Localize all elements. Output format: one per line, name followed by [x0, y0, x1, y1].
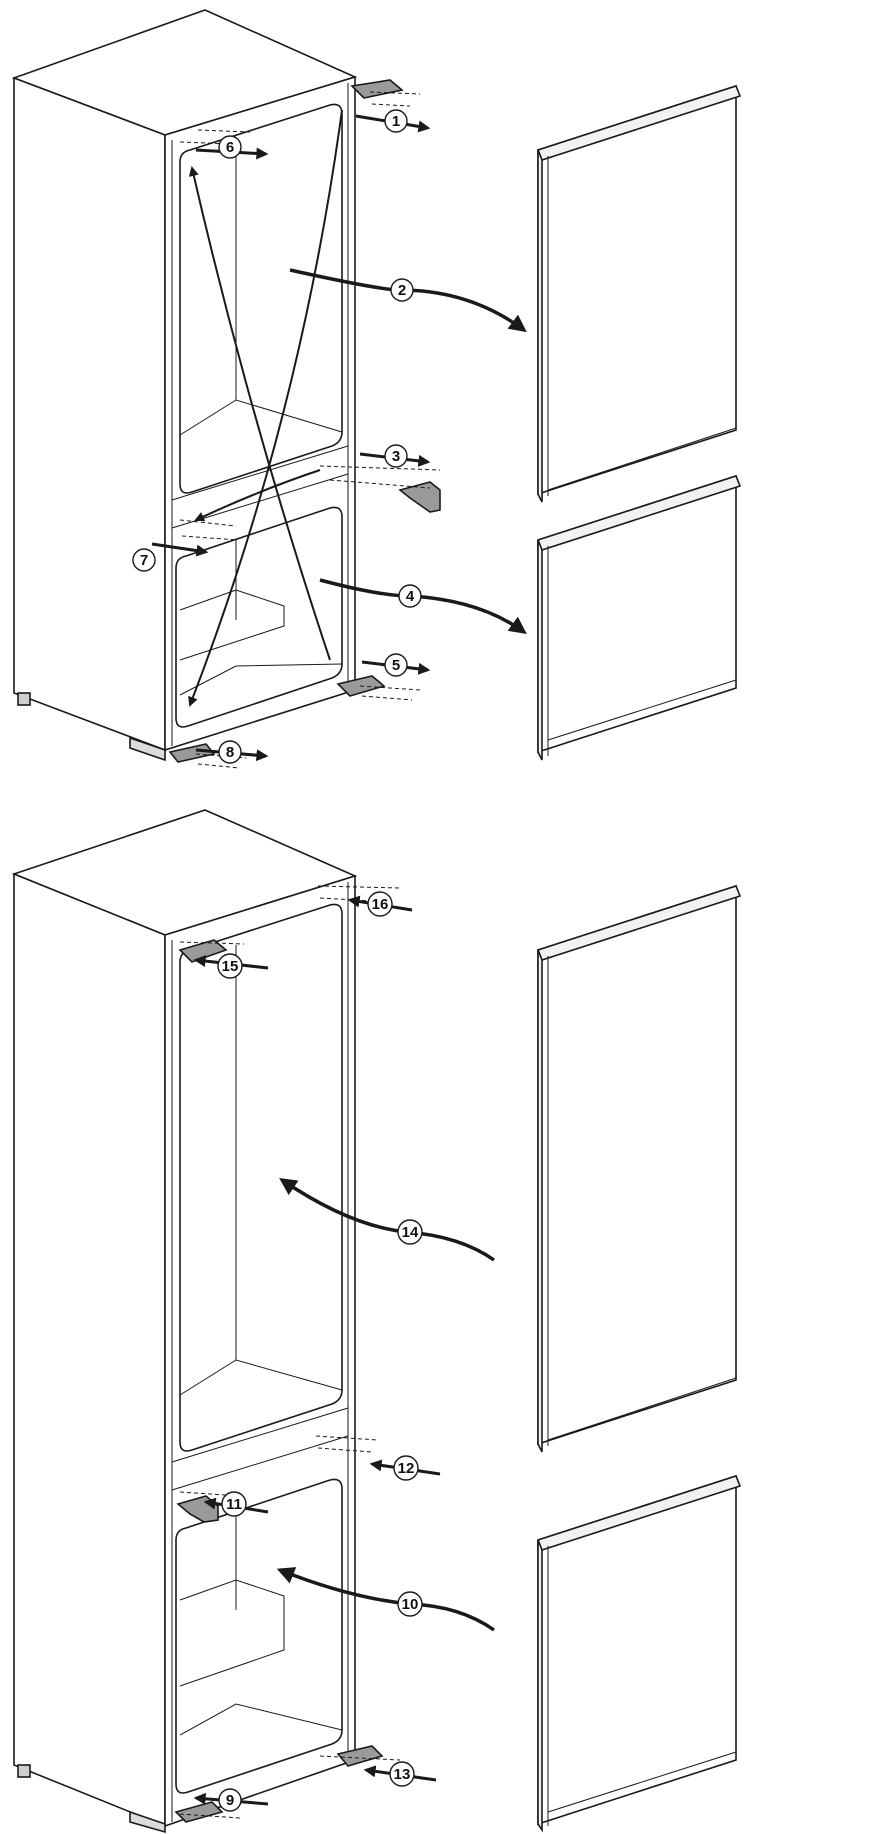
svg-text:5: 5 [392, 657, 400, 674]
bottom-separator [171, 1407, 349, 1463]
bottom-upper-door [536, 884, 742, 1453]
top-left-foot [17, 692, 31, 706]
svg-text:3: 3 [392, 448, 400, 465]
top-lower-door [536, 474, 742, 761]
callout-8: 8 [218, 740, 242, 764]
bottom-separator-2 [171, 1435, 349, 1491]
top-plinth [129, 736, 166, 762]
bottom-fridge-floor [179, 1359, 343, 1396]
callout-14: 14 [397, 1219, 423, 1245]
callout-9: 9 [218, 1788, 242, 1812]
callout-4: 4 [398, 584, 422, 608]
svg-text:2: 2 [398, 282, 406, 299]
top-freezer-step [179, 589, 285, 661]
bottom-callouts: 9 10 11 12 13 14 15 16 [217, 891, 423, 1812]
callout-13: 13 [389, 1761, 415, 1787]
callout-16: 16 [367, 891, 393, 917]
top-freezer-opening [175, 506, 343, 728]
svg-text:13: 13 [394, 1766, 411, 1783]
svg-text:6: 6 [226, 139, 234, 156]
callout-1: 1 [384, 109, 408, 133]
bottom-freezer-step [179, 1579, 285, 1687]
top-upper-door [536, 84, 742, 503]
callout-12: 12 [393, 1455, 419, 1481]
top-middle-hinge [398, 481, 441, 513]
callout-11: 11 [221, 1491, 247, 1517]
bottom-cabinet-side [13, 872, 166, 1828]
bottom-plinth [129, 1810, 166, 1834]
callout-6: 6 [218, 135, 242, 159]
top-callouts: 1 2 3 4 5 6 7 8 [132, 109, 422, 764]
top-cabinet [11, 9, 358, 762]
svg-text:12: 12 [398, 1460, 415, 1477]
bottom-cabinet [11, 809, 358, 1834]
bottom-bottom-left-hinge [174, 1801, 224, 1823]
svg-text:8: 8 [226, 744, 234, 761]
bottom-bottom-right-hinge [336, 1745, 384, 1767]
top-fridge-floor [179, 399, 343, 436]
top-screw-guides [179, 91, 441, 769]
svg-text:1: 1 [392, 113, 400, 130]
svg-text:10: 10 [402, 1596, 419, 1613]
callout-3: 3 [384, 444, 408, 468]
top-separator [171, 445, 349, 501]
svg-text:11: 11 [226, 1496, 242, 1513]
bottom-figure [11, 809, 742, 1834]
callout-5: 5 [384, 653, 408, 677]
svg-text:4: 4 [406, 588, 415, 605]
top-cabinet-side [13, 76, 166, 752]
svg-text:14: 14 [402, 1224, 419, 1241]
callout-2: 2 [390, 278, 414, 302]
top-bottom-left-hinge [168, 743, 216, 763]
top-fridge-opening [179, 103, 343, 494]
bottom-cabinet-front [164, 874, 356, 1828]
bottom-left-foot [17, 1764, 31, 1778]
svg-text:9: 9 [226, 1792, 234, 1809]
callout-15: 15 [217, 953, 243, 979]
bottom-fridge-opening [179, 903, 343, 1452]
top-right-top-hinge [350, 79, 404, 99]
svg-text:16: 16 [372, 896, 389, 913]
top-figure [11, 9, 742, 769]
svg-text:7: 7 [140, 552, 148, 569]
callout-7: 7 [132, 548, 156, 572]
svg-text:15: 15 [222, 958, 239, 975]
bottom-freezer-opening [175, 1478, 343, 1794]
bottom-top-left-hinge [178, 939, 228, 963]
callout-10: 10 [397, 1591, 423, 1617]
bottom-freezer-floor [179, 1703, 343, 1736]
top-freezer-floor [179, 663, 343, 696]
bottom-lower-door [536, 1474, 742, 1833]
